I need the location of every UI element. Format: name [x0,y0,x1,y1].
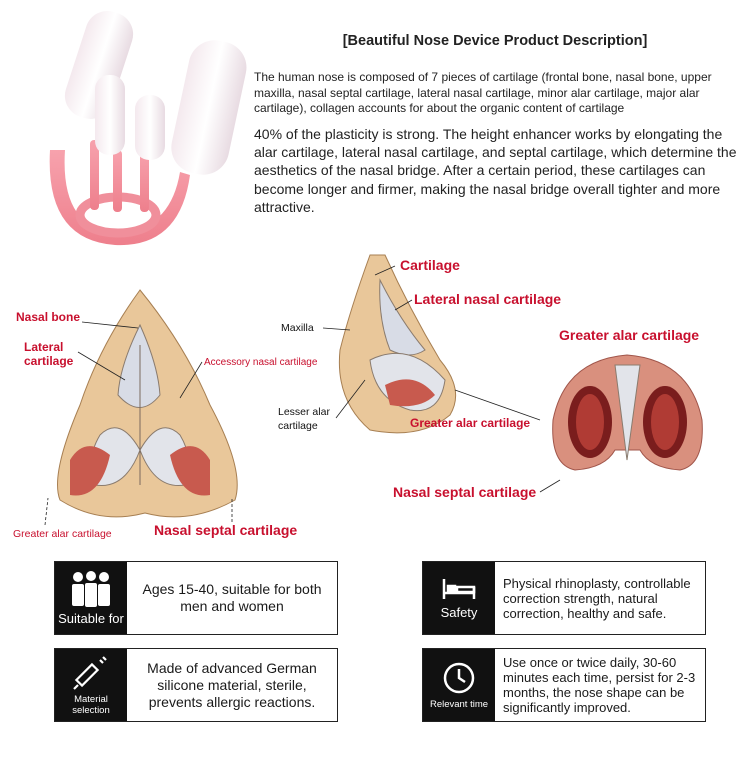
nose-front-view-diagram [57,289,238,518]
description-paragraph-2: 40% of the plasticity is strong. The hei… [254,126,737,215]
feature-text: Made of advanced German silicone materia… [147,659,317,710]
product-description-title: [Beautiful Nose Device Product Descripti… [342,33,648,49]
feature-material-selection: Material selection Made of advanced Germ… [54,648,338,722]
label-greater-alar-cartilage-right: Greater alar cartilage [559,327,700,343]
description-paragraph-1: The human nose is composed of 7 pieces o… [254,70,712,115]
label-lateral-cartilage-line1: Lateral [24,340,64,354]
label-lateral-nasal-cartilage: Lateral nasal cartilage [414,291,562,307]
label-nasal-septal-cartilage-left: Nasal septal cartilage [154,522,298,538]
feature-caption-line1: Material [74,694,108,705]
feature-text: Use once or twice daily, 30-60 minutes e… [503,655,696,715]
feature-text: Physical rhinoplasty, controllable corre… [503,575,691,621]
people-icon [72,570,110,607]
feature-safety: Safety Physical rhinoplasty, controllabl… [422,561,706,635]
label-lesser-alar-line2: cartilage [278,420,318,432]
nose-device-image [49,10,247,246]
nose-bottom-view-diagram [552,354,703,471]
label-nasal-septal-cartilage-right: Nasal septal cartilage [393,484,537,500]
clock-icon [443,662,475,693]
feature-caption: Suitable for [58,610,124,626]
syringe-icon [73,656,107,690]
feature-caption: Relevant time [429,698,489,710]
label-nasal-bone: Nasal bone [16,310,81,324]
label-maxilla: Maxilla [281,322,314,334]
nose-side-view-diagram [338,254,457,434]
bed-icon [442,578,476,599]
label-greater-alar-cartilage-side: Greater alar cartilage [410,416,531,430]
label-lesser-alar-line1: Lesser alar [278,406,330,418]
feature-caption-line2: selection [72,705,110,716]
label-greater-alar-cartilage-left: Greater alar cartilage [13,528,112,540]
feature-caption: Safety [440,604,478,620]
feature-text: Ages 15-40, suitable for both men and wo… [142,581,322,614]
label-cartilage: Cartilage [400,257,460,273]
label-lateral-cartilage-line2: cartilage [24,354,74,368]
feature-suitable-for: Suitable for Ages 15-40, suitable for bo… [54,561,338,635]
feature-relevant-time: Relevant time Use once or twice daily, 3… [422,648,706,722]
label-accessory-nasal-cartilage: Accessory nasal cartilage [204,357,318,368]
